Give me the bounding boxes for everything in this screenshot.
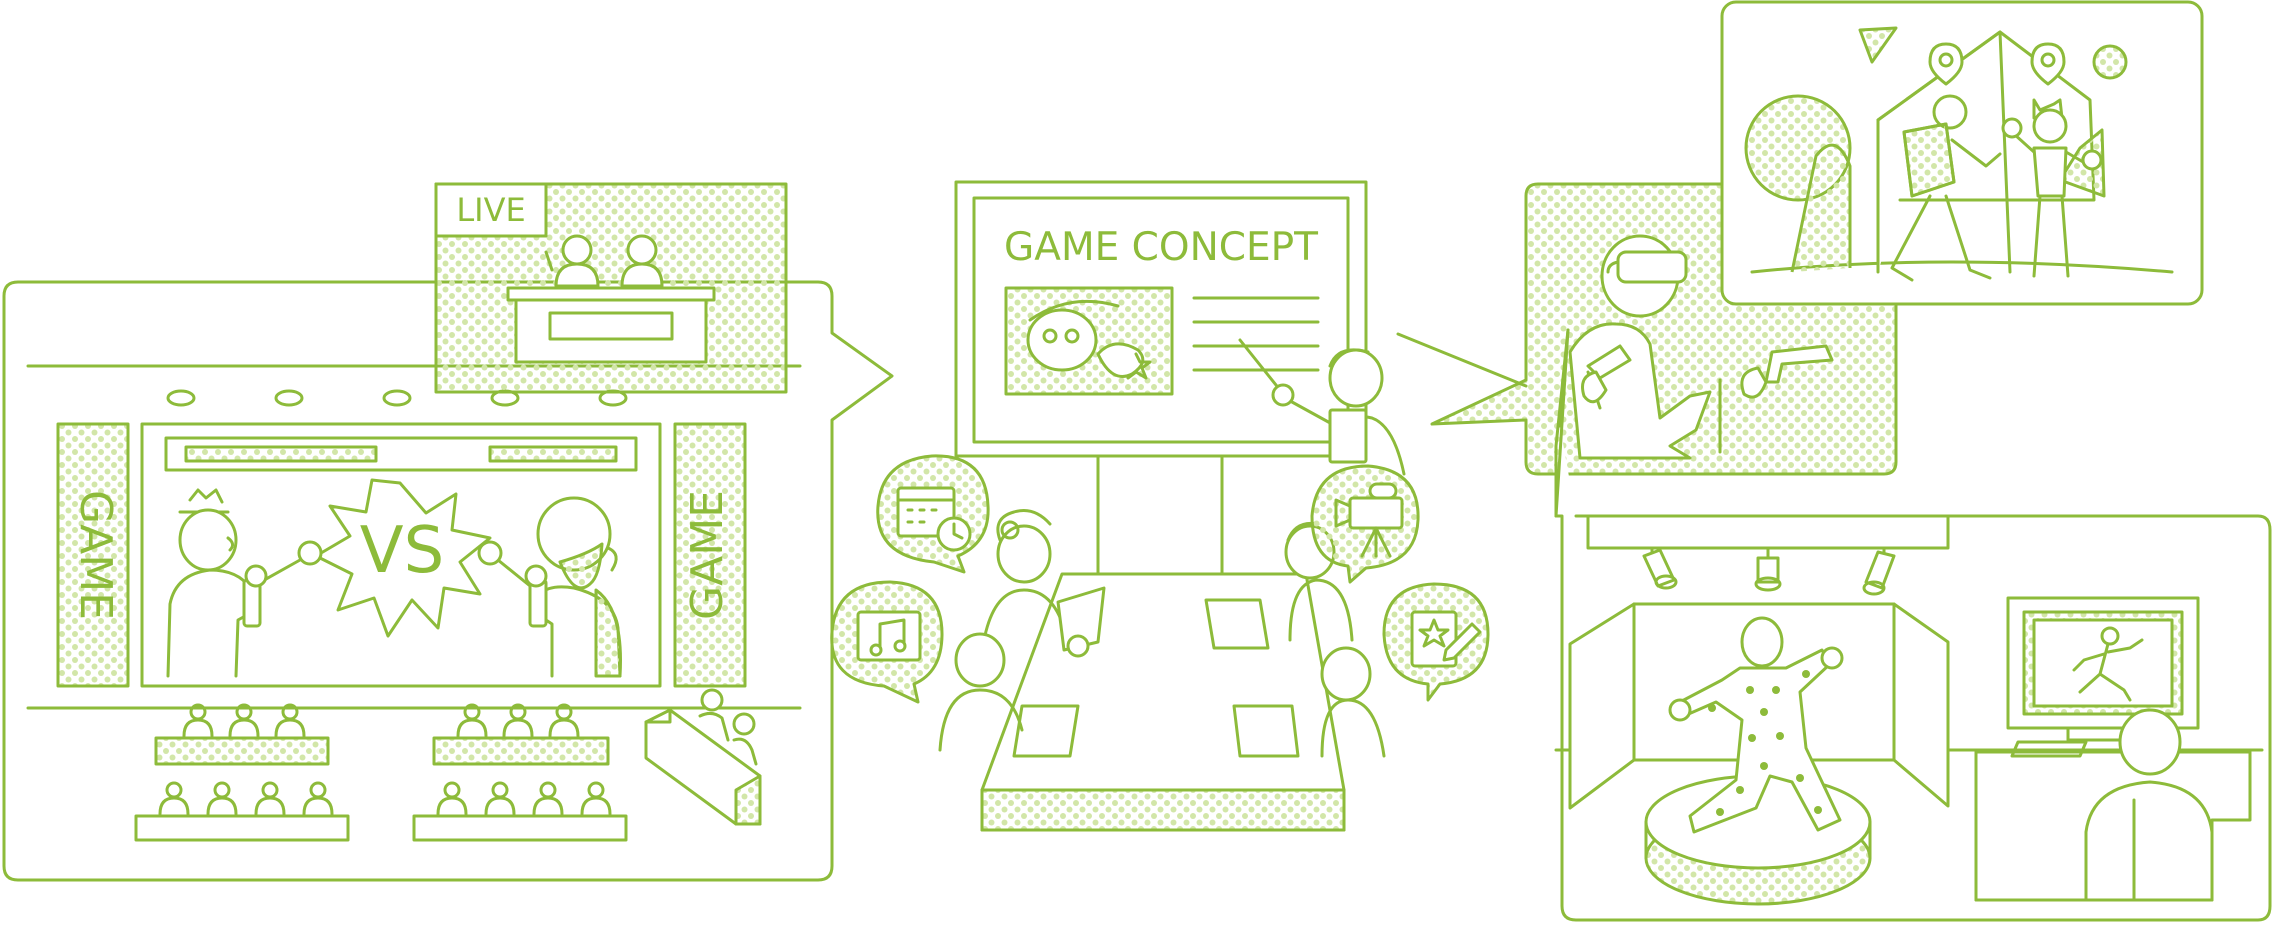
spotlight-icon [1862, 546, 1896, 596]
game-banner-right-text: GAME [682, 490, 733, 620]
vr-headset-icon [1616, 250, 1688, 284]
meeting-table [980, 572, 1346, 832]
location-pin-icon [2030, 42, 2066, 86]
music-note-icon [830, 580, 944, 704]
vs-burst [314, 478, 492, 638]
spotlight-icon [1754, 546, 1782, 592]
avatar-knight [2001, 98, 2103, 278]
game-concept-title: GAME CONCEPT [1004, 225, 1318, 270]
game-concept-meeting: GAME CONCEPT [830, 180, 1490, 832]
game-banner-left-text: GAME [70, 490, 121, 620]
caster-desk [644, 688, 762, 826]
star-pencil-icon [1382, 582, 1490, 702]
player-right [477, 496, 622, 678]
audience-left [134, 703, 350, 842]
presenter [1238, 338, 1406, 476]
avatar-robot [1890, 94, 2002, 282]
vs-text: VS [360, 514, 444, 588]
motion-capture-studio [1554, 328, 2272, 922]
player-left [166, 488, 323, 678]
presentation-board: GAME CONCEPT [954, 180, 1368, 580]
game-banner-left: GAME [56, 422, 130, 688]
video-camera-icon [1310, 464, 1420, 584]
spotlight-icon [1642, 546, 1678, 590]
animator-person [2084, 708, 2214, 902]
vr-game-world [1720, 0, 2204, 306]
live-broadcast-inset: LIVE [434, 182, 788, 394]
vr-player [1568, 234, 1834, 460]
location-pin-icon [1928, 42, 1964, 86]
calendar-clock-icon [876, 454, 990, 574]
game-banner-right: GAME [673, 422, 747, 688]
live-label: LIVE [456, 191, 525, 229]
esports-arena-panel: GAME GAME VS [2, 182, 894, 882]
audience-right [412, 703, 628, 842]
match-screen: VS [140, 422, 662, 688]
mocap-performer [1668, 616, 1844, 834]
